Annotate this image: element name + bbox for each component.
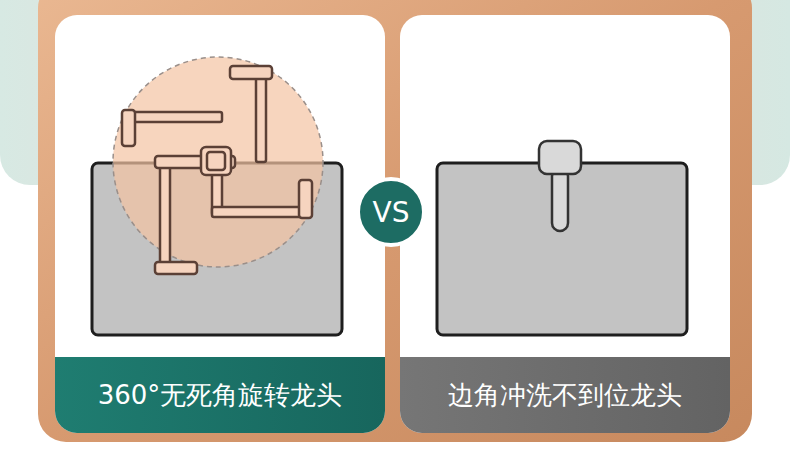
fixed-faucet	[539, 141, 581, 231]
rotating-faucet	[122, 66, 312, 274]
right-panel	[400, 15, 730, 433]
vs-badge: VS	[356, 177, 426, 247]
left-panel	[55, 15, 385, 433]
feature-band: 边角冲洗不到位龙头	[400, 357, 730, 433]
outer-frame	[38, 0, 752, 442]
sink-basin	[437, 163, 687, 335]
rotation-range	[113, 57, 323, 267]
label-text: 360°无死角旋转龙头	[98, 378, 343, 413]
feature-band: 360°无死角旋转龙头	[55, 357, 385, 433]
label-text: 边角冲洗不到位龙头	[448, 378, 682, 413]
label-text: VS	[373, 196, 410, 229]
